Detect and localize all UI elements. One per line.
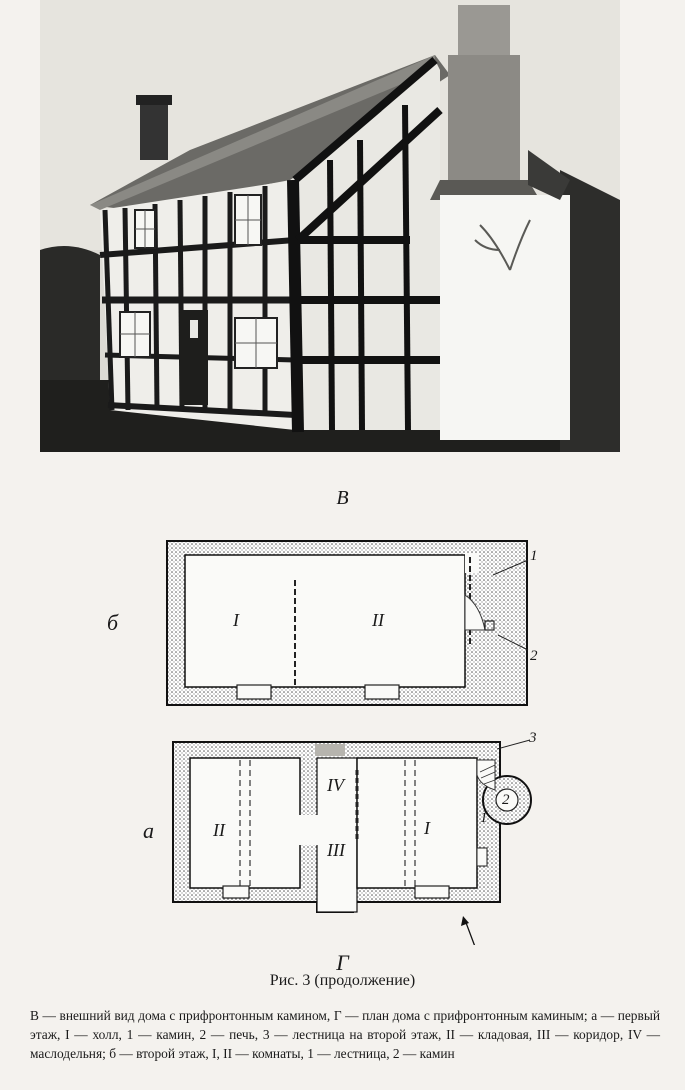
plan-lower-side-label: а bbox=[143, 818, 154, 843]
plan-upper-callout-1: 1 bbox=[530, 548, 538, 564]
plan-upper-room-2: II bbox=[372, 610, 384, 630]
plan-upper-side-label: б bbox=[107, 610, 119, 635]
plan-lower-callout-3: 3 bbox=[529, 730, 537, 746]
plan-upper-drawing bbox=[166, 540, 528, 706]
plan-lower-room-2: II bbox=[213, 820, 225, 840]
photo-label: В bbox=[336, 487, 349, 509]
plan-lower-callout-2: 2 bbox=[502, 792, 510, 808]
plan-lower-room-4: IV bbox=[327, 775, 344, 795]
plan-lower-drawing bbox=[172, 741, 532, 945]
plan-lower-callout-1: 1 bbox=[480, 810, 488, 826]
plan-upper-room-1: I bbox=[233, 610, 239, 630]
plan-upper-callout-2: 2 bbox=[530, 648, 538, 664]
house-photo bbox=[40, 0, 620, 452]
plan-lower-leader-3 bbox=[496, 739, 531, 750]
plan-lower-room-1: I bbox=[424, 818, 430, 838]
figure-title: Рис. 3 (продолжение) bbox=[269, 972, 416, 989]
figure-caption: В — внешний вид дома с прифронтонным кам… bbox=[30, 1008, 660, 1061]
plan-upper-leaders bbox=[492, 559, 529, 651]
plan-lower-room-3: III bbox=[327, 840, 345, 860]
plan-section-label: Г bbox=[336, 950, 349, 975]
